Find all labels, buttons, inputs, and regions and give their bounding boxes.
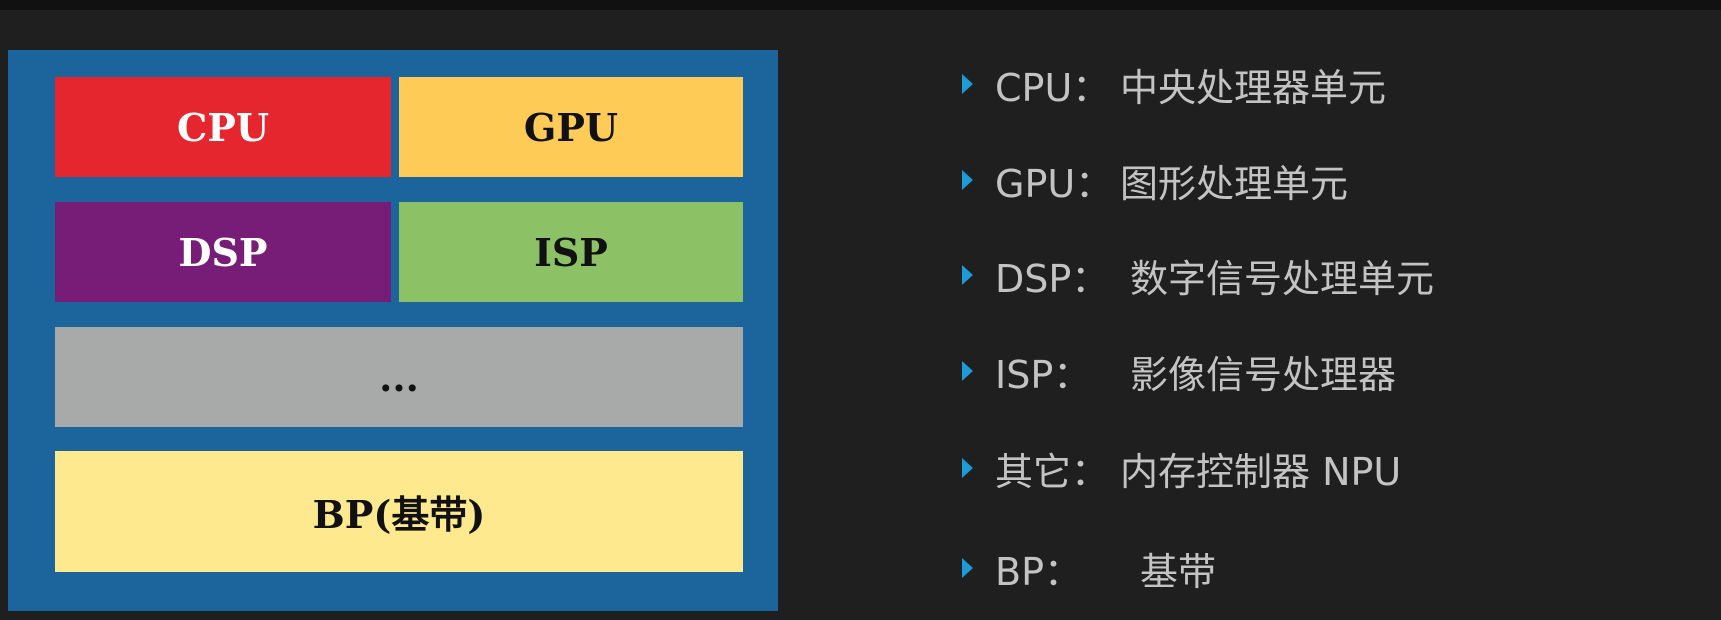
legend-term: ISP： bbox=[995, 352, 1092, 397]
triangle-bullet-icon bbox=[962, 558, 973, 578]
legend-desc: 基带 bbox=[1140, 549, 1217, 594]
legend-term: BP： bbox=[995, 549, 1082, 594]
legend-term: GPU： bbox=[995, 161, 1114, 206]
legend-desc: 图形处理单元 bbox=[1120, 161, 1349, 206]
bp-block: BP(基带) bbox=[55, 451, 743, 572]
legend-term: DSP： bbox=[995, 256, 1110, 301]
legend-item-gpu: GPU： 图形处理单元 bbox=[962, 150, 1348, 210]
legend-desc: 影像信号处理器 bbox=[1130, 352, 1397, 397]
cpu-block: CPU bbox=[55, 77, 391, 177]
triangle-bullet-icon bbox=[962, 361, 973, 381]
top-strip bbox=[0, 0, 1721, 10]
triangle-bullet-icon bbox=[962, 74, 973, 94]
legend-item-dsp: DSP： 数字信号处理单元 bbox=[962, 245, 1434, 305]
triangle-bullet-icon bbox=[962, 458, 973, 478]
legend-desc: 中央处理器单元 bbox=[1120, 65, 1387, 110]
soc-architecture-panel: CPU GPU DSP ISP ... BP(基带) bbox=[8, 50, 778, 611]
legend-item-other: 其它： 内存控制器 NPU bbox=[962, 438, 1401, 498]
isp-block: ISP bbox=[399, 202, 743, 302]
legend-term: CPU： bbox=[995, 65, 1111, 110]
legend-term: 其它： bbox=[995, 449, 1110, 494]
legend-item-bp: BP： 基带 bbox=[962, 538, 1216, 598]
triangle-bullet-icon bbox=[962, 265, 973, 285]
dsp-block: DSP bbox=[55, 202, 391, 302]
legend-desc: 内存控制器 NPU bbox=[1120, 449, 1402, 494]
legend-desc: 数字信号处理单元 bbox=[1130, 256, 1435, 301]
legend-item-cpu: CPU： 中央处理器单元 bbox=[962, 54, 1386, 114]
other-block: ... bbox=[55, 327, 743, 427]
gpu-block: GPU bbox=[399, 77, 743, 177]
legend-list: CPU： 中央处理器单元 GPU： 图形处理单元 DSP： 数字信号处理单元 I… bbox=[962, 0, 1702, 620]
triangle-bullet-icon bbox=[962, 170, 973, 190]
legend-item-isp: ISP： 影像信号处理器 bbox=[962, 341, 1396, 401]
